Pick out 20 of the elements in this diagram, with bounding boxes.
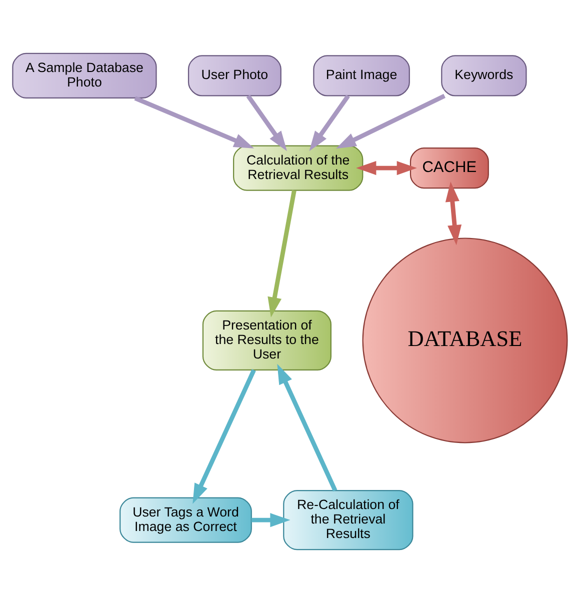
arrow bbox=[309, 94, 350, 151]
node-box: Presentation of the Results to the User bbox=[202, 310, 332, 370]
node-box: User Tags a Word Image as Correct bbox=[120, 496, 252, 542]
node-box: User Photo bbox=[188, 54, 282, 96]
arrow bbox=[277, 363, 338, 491]
node-box: Paint Image bbox=[313, 54, 410, 96]
arrow bbox=[268, 189, 296, 317]
arrow bbox=[134, 96, 254, 148]
node-box: Keywords bbox=[441, 54, 527, 96]
node-box: CACHE bbox=[410, 146, 489, 188]
arrow bbox=[356, 160, 417, 175]
arrow bbox=[246, 94, 287, 151]
arrow bbox=[192, 368, 256, 504]
arrow bbox=[445, 181, 462, 245]
node-box: A Sample Database Photo bbox=[12, 52, 157, 98]
node-circle: DATABASE bbox=[362, 237, 568, 443]
arrow bbox=[251, 512, 290, 527]
arrow bbox=[336, 93, 446, 148]
node-box: Calculation of the Retrieval Results bbox=[233, 144, 364, 190]
node-box: Re-Calculation of the Retrieval Results bbox=[283, 490, 414, 550]
